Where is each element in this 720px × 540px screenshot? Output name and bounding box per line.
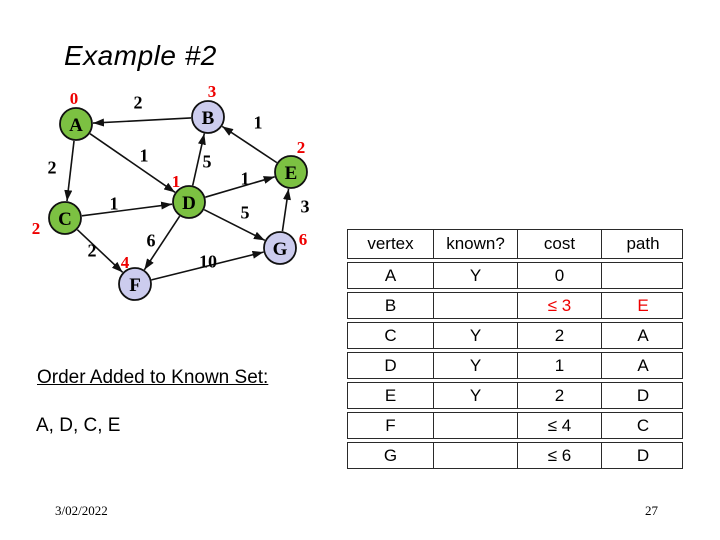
graph-node-E [274, 155, 308, 189]
cell-cost: ≤ 4 [518, 413, 602, 438]
edge-G-E [281, 188, 291, 232]
cost-label-E: 2 [297, 138, 306, 157]
header-cell-vertex: vertex [348, 230, 434, 258]
cost-label-F: 4 [121, 253, 130, 272]
edge-C-F [76, 229, 124, 273]
node-label-E: E [285, 163, 298, 184]
edge-D-F [143, 215, 181, 271]
cell-known [434, 443, 518, 468]
cell-vertex: F [348, 413, 434, 438]
order-added-value: A, D, C, E [36, 415, 121, 436]
edge-F-G [151, 250, 264, 281]
node-label-F: F [129, 275, 141, 296]
edge-E-B [221, 125, 278, 164]
edge-D-B [191, 133, 206, 186]
cell-vertex: E [348, 383, 434, 408]
cell-known: Y [434, 353, 518, 378]
edge-A-D [89, 132, 176, 194]
edge-D-E [205, 176, 275, 198]
cost-label-A: 0 [70, 89, 79, 108]
cell-vertex: B [348, 293, 434, 318]
node-label-B: B [202, 108, 215, 129]
cell-path: D [636, 445, 650, 465]
cell-cost: ≤ 6 [518, 443, 602, 468]
edge-weight-E-B: 1 [254, 112, 263, 132]
cell-cost: ≤ 3 [518, 293, 602, 318]
cost-label-C: 2 [32, 219, 41, 238]
cell-cost: 0 [518, 263, 602, 288]
cost-label-G: 6 [299, 230, 308, 249]
graph-node-G [263, 231, 297, 265]
edge-weight-A-C: 2 [48, 157, 57, 177]
cell-vertex: D [348, 353, 434, 378]
node-label-G: G [273, 239, 288, 260]
edge-weight-G-E: 3 [301, 196, 310, 216]
node-label-D: D [182, 193, 196, 214]
header-cell-path: path [626, 234, 660, 253]
edge-weight-C-D: 1 [110, 193, 119, 213]
node-label-A: A [69, 115, 83, 136]
cell-known: Y [434, 383, 518, 408]
table-row-G: G ≤ 6 D [347, 442, 683, 469]
cell-cost: 2 [518, 383, 602, 408]
cell-known: Y [434, 263, 518, 288]
cell-path: A [637, 325, 649, 345]
edge-A-C [64, 140, 75, 202]
cost-label-D: 1 [172, 172, 181, 191]
cell-path: E [637, 295, 649, 315]
cell-path [602, 263, 684, 288]
cell-vertex: G [348, 443, 434, 468]
graph-node-B [191, 100, 225, 134]
page-title: Example #2 [64, 40, 217, 71]
cell-path: A [637, 355, 649, 375]
table-row-B: B ≤ 3 E [347, 292, 683, 319]
cell-path: D [636, 385, 650, 405]
cell-cost: 2 [518, 323, 602, 348]
cell-cost: 1 [518, 353, 602, 378]
graph-node-A [59, 107, 93, 141]
order-added-label: Order Added to Known Set: [37, 367, 269, 388]
edge-weight-B-A: 2 [134, 92, 143, 112]
footer-date: 3/02/2022 [55, 503, 108, 518]
edge-weight-D-F: 6 [147, 230, 156, 250]
page-number: 27 [645, 503, 658, 518]
header-cell-cost: cost [518, 230, 602, 258]
edge-B-A [92, 117, 192, 127]
node-label-C: C [58, 209, 72, 230]
edge-weight-D-G: 5 [241, 202, 250, 222]
edge-weight-D-E: 1 [241, 168, 250, 188]
cell-path: C [636, 415, 650, 435]
edge-C-D [81, 201, 173, 217]
table-row-F: F ≤ 4 C [347, 412, 683, 439]
header-cell-known: known? [434, 230, 518, 258]
edge-weight-C-F: 2 [88, 240, 97, 260]
cell-known [434, 293, 518, 318]
cell-vertex: A [348, 263, 434, 288]
edge-weight-D-B: 5 [203, 151, 212, 171]
cost-label-B: 3 [208, 82, 217, 101]
graph-node-F [118, 267, 152, 301]
cell-vertex: C [348, 323, 434, 348]
graph-node-D [172, 185, 206, 219]
edge-D-G [203, 208, 266, 242]
cell-known: Y [434, 323, 518, 348]
cell-known [434, 413, 518, 438]
edge-weight-F-G: 10 [199, 251, 217, 271]
graph-node-C [48, 201, 82, 235]
edge-weight-A-D: 1 [140, 145, 149, 165]
